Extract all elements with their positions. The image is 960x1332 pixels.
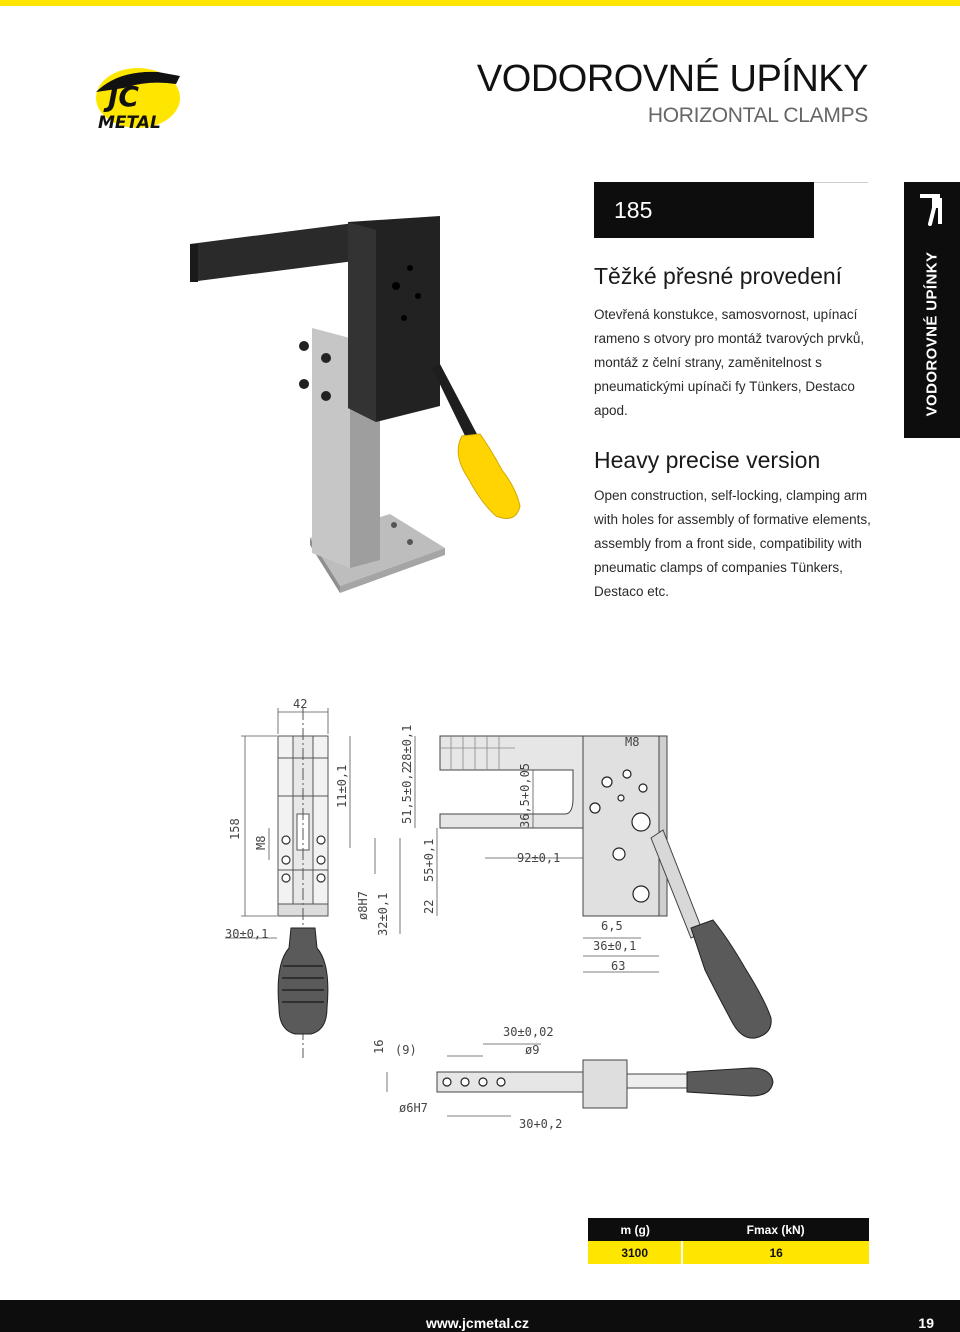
clamp-icon <box>920 194 942 226</box>
dim-6h7: ø6H7 <box>399 1101 428 1115</box>
spec-value-mass: 3100 <box>588 1241 683 1264</box>
dim-m8-right: M8 <box>625 735 639 749</box>
dim-36: 36±0,1 <box>593 939 636 953</box>
dim-36-5: 36,5+0,05 <box>518 763 532 828</box>
page-title: VODOROVNÉ UPÍNKY <box>476 58 869 100</box>
page-footer: www.jcmetal.cz 19 <box>0 1300 960 1332</box>
dim-42: 42 <box>293 697 307 711</box>
heading-english: Heavy precise version <box>594 447 821 473</box>
top-accent-stripe <box>0 0 960 6</box>
dim-30-2: 30+0,2 <box>519 1117 562 1131</box>
page-number: 19 <box>918 1315 934 1331</box>
dim-m8-left: M8 <box>254 836 268 850</box>
dim-22: 22 <box>422 900 436 914</box>
dim-92: 92±0,1 <box>517 851 560 865</box>
technical-drawing: 42 158 M8 11±0,1 ø8H7 30±0,1 32±0,1 51,5… <box>225 697 774 1131</box>
jc-metal-logo: JC METAL <box>96 68 180 133</box>
logo-metal-text: METAL <box>98 113 161 133</box>
dim-51-5: 51,5±0,2 <box>400 766 414 824</box>
logo-jc-text: JC <box>103 80 139 113</box>
description-czech: Otevřená konstukce, samosvornost, upínac… <box>594 307 865 418</box>
dim-158: 158 <box>228 818 242 840</box>
dim-8h7: ø8H7 <box>356 891 370 920</box>
spec-header-mass: m (g) <box>588 1218 683 1241</box>
dim-63: 63 <box>611 959 625 973</box>
dim-d9: ø9 <box>525 1043 539 1057</box>
spec-table: m (g) Fmax (kN) 3100 16 <box>588 1218 869 1264</box>
dim-30-02: 30±0,02 <box>503 1025 554 1039</box>
spec-table-header-row: m (g) Fmax (kN) <box>588 1218 869 1241</box>
dim-28: 28±0,1 <box>400 725 414 768</box>
footer-website-link[interactable]: www.jcmetal.cz <box>426 1315 529 1331</box>
code-box-divider <box>814 182 868 183</box>
section-side-tab: VODOROVNÉ UPÍNKY <box>904 182 960 438</box>
page-subtitle: HORIZONTAL CLAMPS <box>647 104 868 127</box>
dim-55: 55+0,1 <box>422 839 436 882</box>
table-row: 3100 16 <box>588 1241 869 1264</box>
description-english: Open construction, self-locking, clampin… <box>594 488 871 599</box>
spec-value-force: 16 <box>681 1241 869 1264</box>
spec-header-force: Fmax (kN) <box>682 1218 869 1241</box>
dim-9-ref: (9) <box>395 1043 417 1057</box>
dim-16: 16 <box>372 1040 386 1054</box>
side-tab-label: VODOROVNÉ UPÍNKY <box>923 251 941 417</box>
product-photo <box>190 216 521 593</box>
dim-30-left: 30±0,1 <box>225 927 268 941</box>
product-code-badge: 185 <box>594 182 814 238</box>
dim-6-5: 6,5 <box>601 919 623 933</box>
dim-32: 32±0,1 <box>376 893 390 936</box>
heading-czech: Těžké přesné provedení <box>594 263 843 289</box>
dim-11: 11±0,1 <box>335 765 349 808</box>
